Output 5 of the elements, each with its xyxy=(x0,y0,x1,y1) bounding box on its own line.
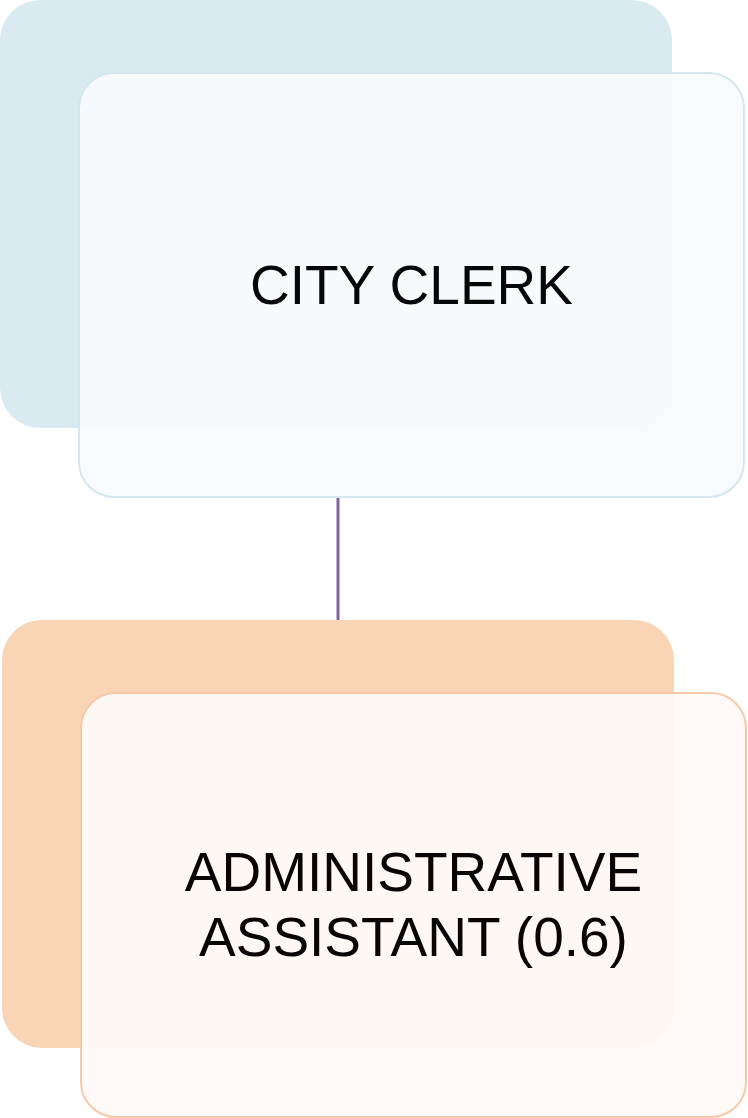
position-card xyxy=(0,0,745,498)
position-card xyxy=(2,620,747,1116)
connector-line xyxy=(336,498,340,620)
job-title: CITY CLERK xyxy=(249,252,574,318)
job-title: ADMINISTRATIVE ASSISTANT (0.6) xyxy=(183,840,644,970)
